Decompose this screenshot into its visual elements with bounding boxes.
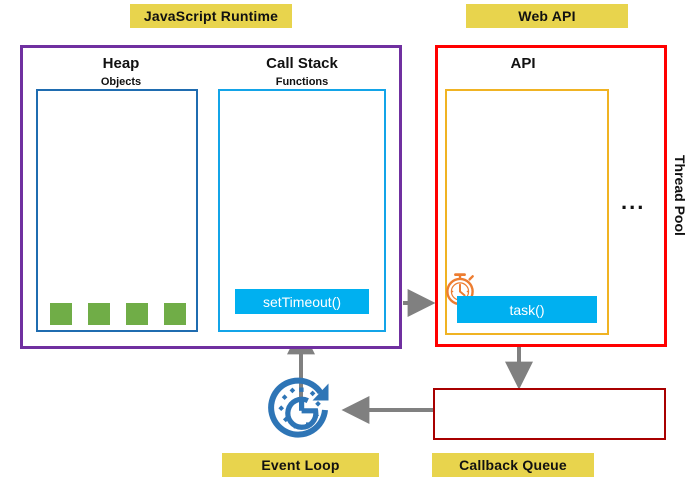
chip-web-api: Web API bbox=[466, 4, 628, 28]
chip-web-api-label: Web API bbox=[518, 8, 576, 24]
thread-pool-label: Thread Pool bbox=[672, 155, 688, 236]
heap-title: Heap bbox=[36, 56, 206, 72]
chip-callback-queue-label: Callback Queue bbox=[459, 457, 567, 473]
call-stack-title: Call Stack bbox=[218, 56, 386, 72]
event-loop-icon bbox=[262, 376, 342, 444]
api-more-indicator: ... bbox=[621, 191, 645, 213]
heap-subtitle-text: Objects bbox=[100, 76, 142, 88]
call-stack-frame-label: setTimeout() bbox=[262, 293, 342, 310]
call-stack-subtitle: Functions bbox=[218, 76, 386, 88]
call-stack-title-text: Call Stack bbox=[266, 55, 338, 72]
chip-callback-queue: Callback Queue bbox=[432, 453, 594, 477]
api-title-text: API bbox=[510, 55, 536, 72]
api-task-block: task() bbox=[457, 296, 597, 323]
thread-pool-label-text: Thread Pool bbox=[672, 155, 688, 236]
heap-object-square bbox=[126, 303, 148, 325]
chip-javascript-runtime-label: JavaScript Runtime bbox=[143, 8, 279, 24]
heap-subtitle: Objects bbox=[36, 76, 206, 88]
api-more-indicator-text: ... bbox=[621, 189, 646, 214]
call-stack-subtitle-text: Functions bbox=[275, 76, 329, 88]
call-stack-frame-settimeout: setTimeout() bbox=[235, 289, 369, 314]
stopwatch-icon bbox=[441, 270, 479, 308]
heap-panel bbox=[36, 89, 198, 332]
chip-event-loop-label: Event Loop bbox=[261, 457, 340, 473]
heap-object-square bbox=[88, 303, 110, 325]
heap-object-square bbox=[164, 303, 186, 325]
api-task-label: task() bbox=[509, 301, 545, 318]
callback-queue-panel bbox=[433, 388, 666, 440]
chip-event-loop: Event Loop bbox=[222, 453, 379, 477]
api-title: API bbox=[443, 56, 603, 72]
heap-object-square bbox=[50, 303, 72, 325]
heap-title-text: Heap bbox=[102, 55, 140, 72]
chip-javascript-runtime: JavaScript Runtime bbox=[130, 4, 292, 28]
